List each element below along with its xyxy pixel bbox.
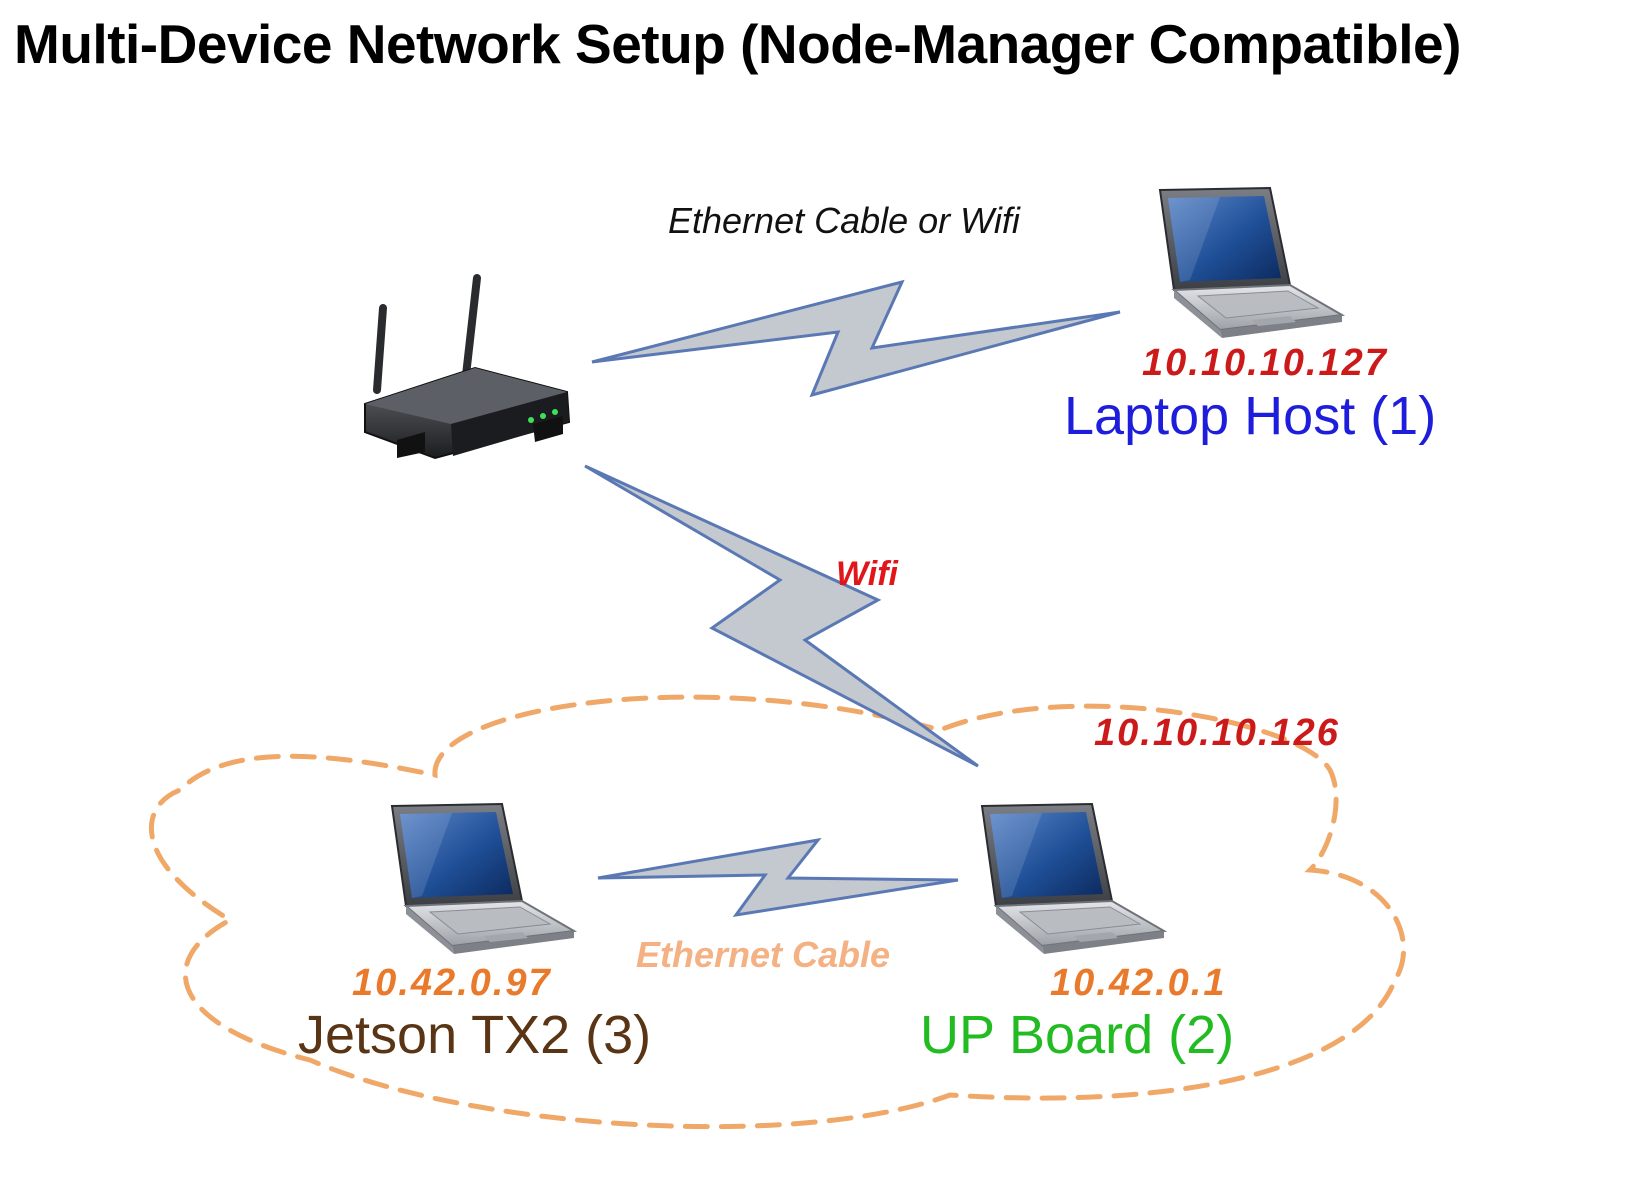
laptop-host-name: Laptop Host (1) xyxy=(1064,386,1437,446)
wifi-router-icon xyxy=(364,274,571,460)
jetson-name: Jetson TX2 (3) xyxy=(298,1005,652,1065)
upboard-name: UP Board (2) xyxy=(920,1005,1235,1065)
link-jetson-upboard xyxy=(597,837,959,918)
link-label-router-upboard: Wifi xyxy=(836,555,899,593)
laptop-host-ip: 10.10.10.127 xyxy=(1142,342,1388,384)
local-network-outline xyxy=(149,694,1406,1130)
laptop-host-icon xyxy=(1159,187,1343,339)
link-label-jetson-upboard: Ethernet Cable xyxy=(636,934,891,975)
jetson-icon xyxy=(391,803,575,955)
upboard-internal-ip: 10.42.0.1 xyxy=(1050,962,1227,1004)
link-router-laptop xyxy=(591,279,1121,398)
upboard-external-ip: 10.10.10.126 xyxy=(1094,712,1340,754)
upboard-icon xyxy=(981,803,1165,955)
jetson-ip: 10.42.0.97 xyxy=(352,962,552,1004)
page-title: Multi-Device Network Setup (Node-Manager… xyxy=(14,13,1461,75)
link-label-router-laptop: Ethernet Cable or Wifi xyxy=(668,200,1020,241)
link-router-upboard xyxy=(584,464,979,768)
